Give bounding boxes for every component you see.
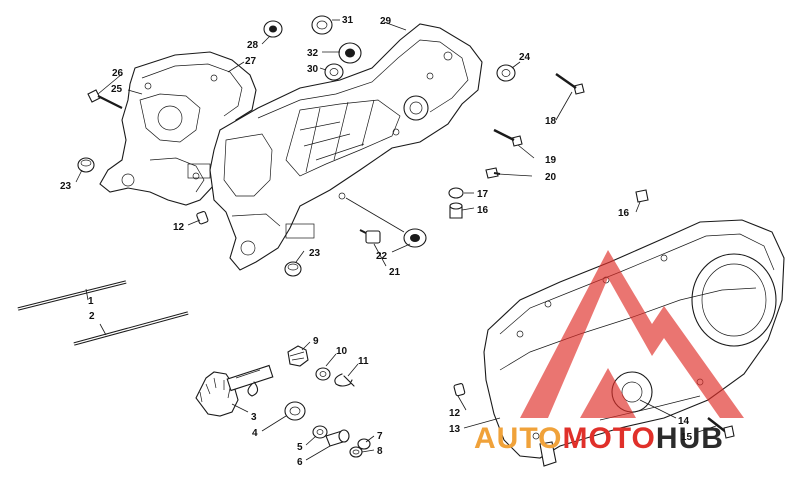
callout-22: 22	[376, 251, 388, 262]
callout-24: 24	[519, 52, 531, 63]
bearing-24	[496, 64, 516, 82]
callout-23-bottom: 23	[309, 248, 321, 259]
callout-8: 8	[377, 446, 383, 457]
callout-20: 20	[545, 172, 557, 183]
plug-23-left	[77, 157, 95, 173]
bolt-21	[359, 229, 381, 244]
plug-16-left	[449, 202, 463, 219]
callout-6: 6	[297, 457, 303, 468]
seal-22	[403, 228, 427, 248]
callout-26: 26	[112, 68, 124, 79]
callout-28: 28	[247, 40, 259, 51]
washer-5	[312, 425, 328, 439]
dowel-pin-12-bottom	[453, 383, 466, 397]
callout-17: 17	[477, 189, 489, 200]
callout-1: 1	[88, 296, 94, 307]
kick-starter-spindle	[195, 364, 274, 417]
callout-7: 7	[377, 431, 383, 442]
callout-13: 13	[449, 424, 461, 435]
watermark-part-auto: AUTO	[474, 422, 562, 455]
callout-10: 10	[336, 346, 348, 357]
callout-29: 29	[380, 16, 392, 27]
callout-32: 32	[307, 48, 319, 59]
bearing-32	[338, 42, 362, 64]
callout-9: 9	[313, 336, 319, 347]
stud-1	[17, 280, 127, 311]
callout-15: 15	[681, 432, 693, 443]
right-crankcase-half	[209, 23, 483, 271]
callout-4: 4	[252, 428, 258, 439]
watermark-logo	[520, 250, 744, 418]
seal-28	[263, 20, 283, 38]
bolt-26	[87, 89, 123, 109]
leader-lines	[75, 19, 717, 461]
callout-12-bottom: 12	[449, 408, 461, 419]
svg-text:AUTOMOTOHUB: AUTOMOTOHUB	[474, 422, 724, 455]
plug-23-bottom	[284, 261, 302, 277]
callout-14: 14	[678, 416, 690, 427]
stud-2	[73, 311, 189, 346]
bolt-15	[707, 417, 735, 439]
callout-31: 31	[342, 15, 354, 26]
callout-16-right: 16	[618, 208, 630, 219]
washer-17	[448, 187, 464, 199]
seal-31	[311, 15, 333, 35]
clip-8	[349, 446, 363, 458]
bolt-20	[485, 167, 501, 179]
callout-18: 18	[545, 116, 557, 127]
callout-3: 3	[251, 412, 257, 423]
washer-10	[315, 367, 331, 381]
callout-25: 25	[111, 84, 123, 95]
callout-30: 30	[307, 64, 319, 75]
callout-11: 11	[358, 356, 369, 367]
bolt-18	[555, 73, 585, 95]
callout-19: 19	[545, 155, 557, 166]
drive-gear-9	[287, 345, 309, 367]
dowel-pin-12-top	[196, 211, 209, 225]
clip-11	[334, 373, 355, 387]
callout-27: 27	[245, 56, 257, 67]
callout-2: 2	[89, 311, 95, 322]
watermark-part-moto: MOTO	[562, 422, 655, 455]
callout-21: 21	[389, 267, 401, 278]
bolt-19	[493, 128, 523, 147]
seal-30	[324, 63, 344, 81]
callout-labels: 1 2 3 4 5 6 7 8 9 10 11 12 12 13 14 15 1…	[60, 15, 693, 468]
watermark-text: AUTOMOTOHUB	[474, 422, 724, 455]
kick-spring-seal	[284, 401, 306, 421]
callout-16-left: 16	[477, 205, 489, 216]
bushing-6	[325, 429, 350, 447]
callout-5: 5	[297, 442, 303, 453]
callout-12-top: 12	[173, 222, 185, 233]
plug-16-right	[635, 189, 649, 203]
callout-23-left: 23	[60, 181, 72, 192]
